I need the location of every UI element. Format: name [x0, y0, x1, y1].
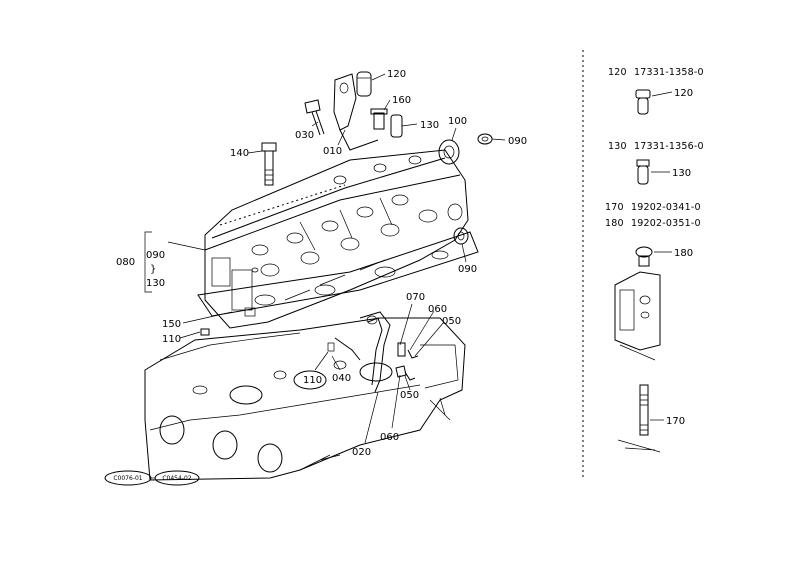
reference-badges: C0076-01 C0454-02	[104, 470, 200, 486]
inset-callout-130: 130	[672, 168, 691, 179]
ref-badge-2	[154, 470, 200, 486]
callout-130-group: 130	[146, 278, 165, 289]
cylinder-block	[144, 317, 466, 481]
plug-100	[438, 139, 460, 165]
callout-010: 010	[323, 146, 342, 157]
head-bolt-140	[261, 142, 277, 186]
callout-090-top: 090	[508, 136, 527, 147]
callout-030: 030	[295, 130, 314, 141]
callout-090-side: 090	[458, 264, 477, 275]
callout-080: 080	[116, 257, 135, 268]
parts-list-code-170: 170	[605, 202, 624, 213]
callout-060-bottom: 060	[380, 432, 399, 443]
nozzle-holder-130	[390, 114, 403, 138]
callout-020: 020	[352, 447, 371, 458]
washer-090-side	[453, 227, 469, 245]
glow-plug-cap-120	[356, 71, 372, 97]
callout-120: 120	[387, 69, 406, 80]
parts-list-code-120: 120	[608, 67, 627, 78]
parts-list-number-130: 17331-1356-0	[634, 141, 704, 152]
callout-100: 100	[448, 116, 467, 127]
callout-040: 040	[332, 373, 351, 384]
inset-callout-170: 170	[666, 416, 685, 427]
callout-110-bottom: 110	[303, 375, 322, 386]
callout-labels: 120 160 030 010 130 100 090 140 080 090 …	[116, 69, 527, 458]
head-gasket	[197, 231, 479, 317]
callout-050-top: 050	[442, 316, 461, 327]
inset-part-120: 120	[635, 88, 693, 115]
ref-badge-2-label: C0454-02	[162, 475, 191, 482]
inset-part-130: 130	[636, 159, 691, 185]
callout-110-left: 110	[162, 334, 181, 345]
nozzle-160	[370, 108, 388, 130]
parts-list-code-130: 130	[608, 141, 627, 152]
callout-130: 130	[420, 120, 439, 131]
callout-050-bottom: 050	[400, 390, 419, 401]
parts-list-number-170: 19202-0341-0	[631, 202, 701, 213]
inset-part-170: 170	[617, 384, 685, 453]
callout-070: 070	[406, 292, 425, 303]
ref-badge-1-label: C0076-01	[113, 475, 142, 482]
callout-150: 150	[162, 319, 181, 330]
callout-160: 160	[392, 95, 411, 106]
washer-090-top	[477, 133, 493, 145]
callout-090-group: 090	[146, 250, 165, 261]
oil-pipe-bracket	[327, 311, 419, 393]
parts-list-code-180: 180	[605, 218, 624, 229]
small-bolt-110	[200, 328, 210, 336]
callout-060-top: 060	[428, 304, 447, 315]
leader-lines	[144, 73, 506, 444]
hanger-bracket	[333, 73, 379, 151]
inset-callout-180: 180	[674, 248, 693, 259]
parts-list: 120 17331-1358-0 130 17331-1356-0 170 19…	[605, 67, 704, 229]
inset-callout-120: 120	[674, 88, 693, 99]
cylinder-head	[204, 149, 469, 329]
parts-list-number-180: 19202-0351-0	[631, 218, 701, 229]
inset-part-180: 180	[614, 246, 693, 361]
parts-list-number-120: 17331-1358-0	[634, 67, 704, 78]
callout-140: 140	[230, 148, 249, 159]
brace-mark: }	[150, 264, 156, 275]
